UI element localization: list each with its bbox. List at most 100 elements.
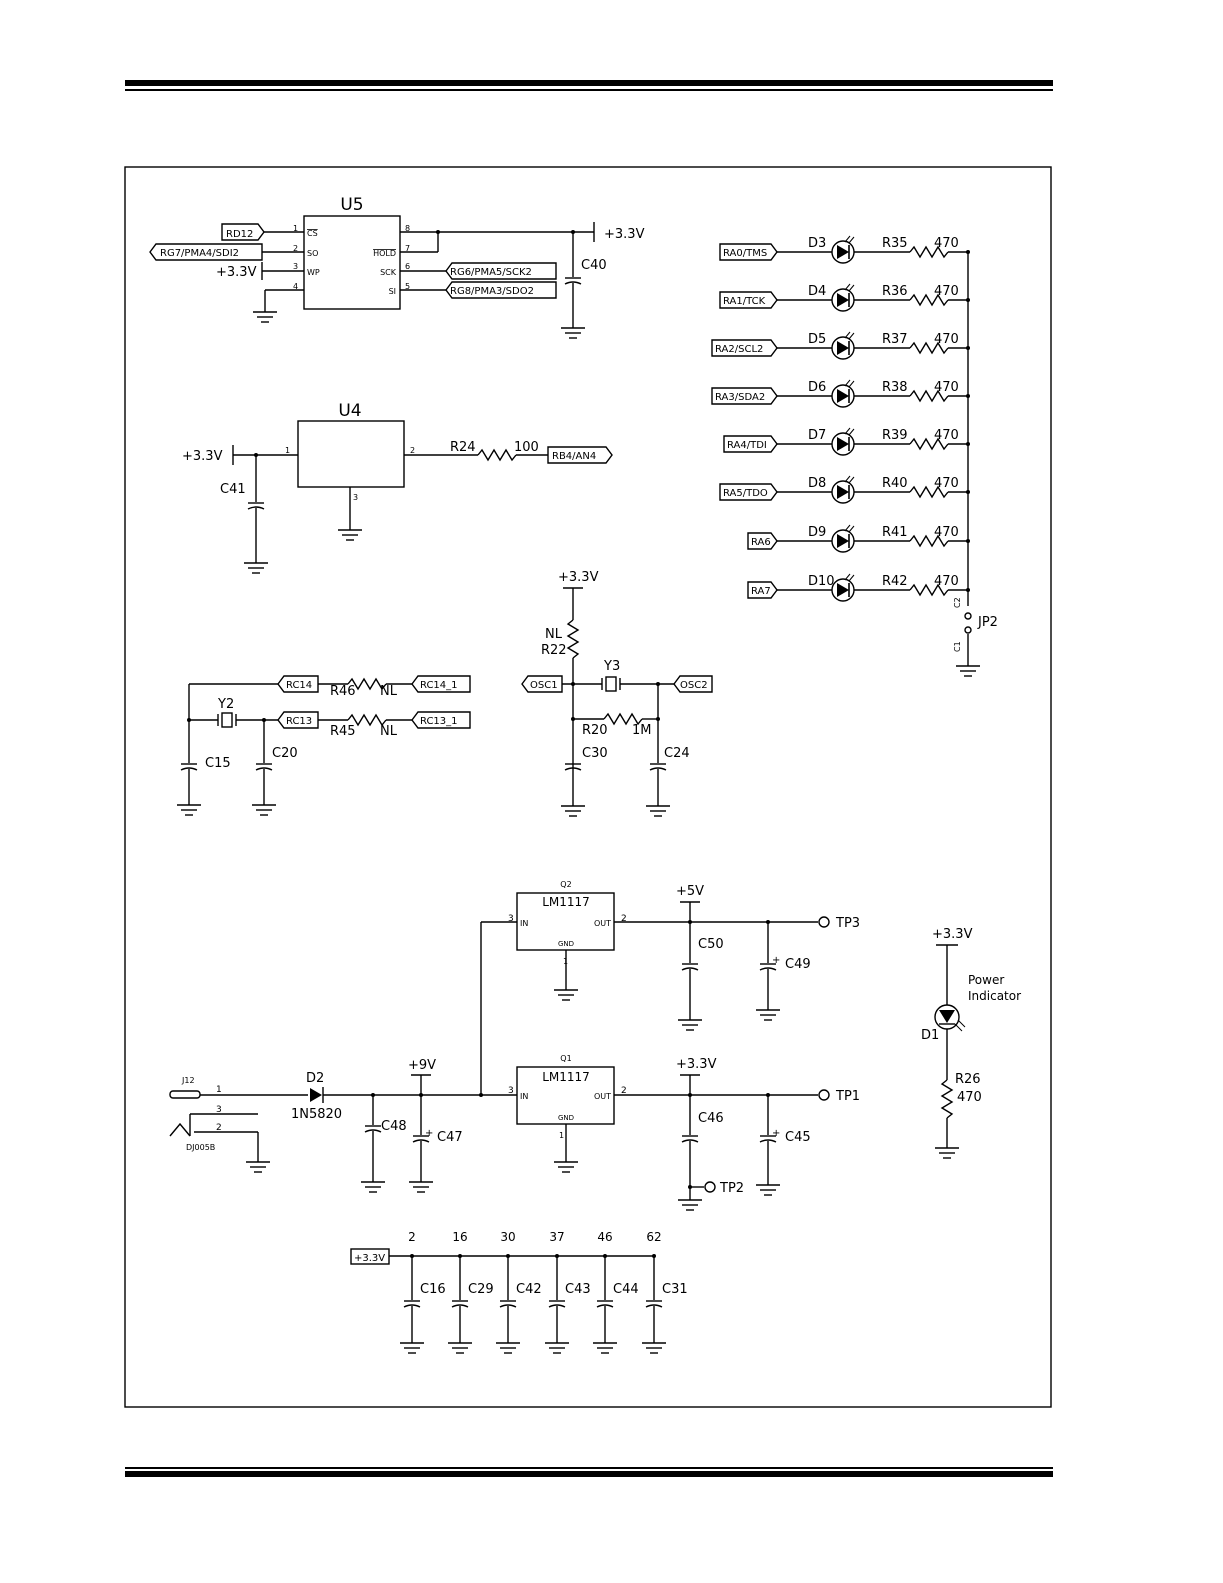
net-rg7-sdi2: RG7/PMA4/SDI2 [160,248,239,259]
r20-value: 1M [632,723,652,738]
indicator-label-1: Power [968,973,1004,987]
polarity-mark: + [772,955,780,966]
rail-9v: +9V [408,1058,436,1073]
led-resistor-ref: R37 [882,332,908,347]
led-resistor-ref: R36 [882,284,908,299]
u5-pin-name: SCK [380,268,397,277]
net-rc13-1: RC13_1 [420,716,458,727]
c47-ref: C47 [437,1130,463,1145]
rail-5v: +5V [676,884,704,899]
u5-pin-num: 7 [405,244,410,253]
u4-pin-num: 1 [285,446,290,455]
r24-value: 100 [514,440,539,455]
u5-pin-name: HOLD [373,249,396,258]
footer-rule-thin [125,1467,1053,1469]
u5-wp-supply: +3.3V [216,265,257,280]
r45-value: NL [380,724,398,739]
led-resistor-ref: R35 [882,236,908,251]
r45-ref: R45 [330,724,356,739]
led-ref: D8 [808,476,826,491]
net-rc14: RC14 [286,680,312,691]
net-rc13: RC13 [286,716,312,727]
header-rule [125,80,1053,86]
q1-pin-name: GND [558,1114,574,1122]
decoupling-pin: 62 [646,1230,661,1244]
q2-pin-name: IN [520,919,528,928]
u5-pin-num: 1 [293,224,298,233]
u5-supply: +3.3V [604,227,645,242]
r26-ref: R26 [955,1072,981,1087]
decoupling-ref: C31 [662,1282,688,1297]
led-net-label: RA3/SDA2 [715,392,765,403]
led-net-label: RA5/TDO [723,488,768,499]
decoupling-ref: C42 [516,1282,542,1297]
polarity-mark: + [425,1128,433,1139]
led-ref: D9 [808,525,826,540]
y3-ref: Y3 [603,659,620,674]
c30-ref: C30 [582,746,608,761]
tp3-ref: TP3 [835,916,860,931]
c41-ref: C41 [220,482,246,497]
decoupling-pin: 2 [408,1230,416,1244]
schematic-frame [124,166,1052,1408]
q2-pin-name: GND [558,940,574,948]
led-net-label: RA6 [751,537,771,548]
c49-ref: C49 [785,957,811,972]
led-net-label: RA0/TMS [723,248,767,259]
q2-part: LM1117 [542,895,590,909]
tp1-ref: TP1 [835,1089,860,1104]
jp2-pin-label: C2 [953,597,962,608]
c50-ref: C50 [698,937,724,952]
decoupling-pin: 46 [597,1230,612,1244]
led-resistor-value: 470 [934,236,959,251]
r22-value: NL [545,627,563,642]
footer-rule [125,1471,1053,1477]
u5-pin-num: 5 [405,282,410,291]
u5-pin-name: SI [389,287,396,296]
j12-part: DJ005B [186,1143,215,1152]
led-net-label: RA1/TCK [723,296,766,307]
led-resistor-value: 470 [934,332,959,347]
c15-ref: C15 [205,756,231,771]
led-resistor-value: 470 [934,284,959,299]
decoupling-ref: C44 [613,1282,639,1297]
indicator-supply: +3.3V [932,927,973,942]
q1-pin-num: 1 [559,1131,564,1140]
c20-ref: C20 [272,746,298,761]
u4-supply: +3.3V [182,449,223,464]
d2-ref: D2 [306,1071,324,1086]
net-osc2: OSC2 [680,680,708,691]
q1-pin-num: 3 [508,1086,514,1096]
led-ref: D7 [808,428,826,443]
led-resistor-ref: R41 [882,525,908,540]
u5-pin-num: 4 [293,282,298,291]
c24-ref: C24 [664,746,690,761]
q2-pin-num: 2 [621,914,627,924]
secondary-oscillator: RC14 R46 NL RC14_1 Y2 RC13 R45 NL RC13_1… [176,675,471,816]
q1-ref: Q1 [560,1054,571,1063]
power-supply: Q2 LM1117 IN OUT GND 3 2 1 TP3 +5V C50 +… [169,880,860,1211]
decoupling-pin: 16 [452,1230,467,1244]
jp2-ref: JP2 [977,615,998,630]
u4-pin-num: 3 [353,493,358,502]
net-rg8-sdo2: RG8/PMA3/SDO2 [450,286,534,297]
led-resistor-ref: R40 [882,476,908,491]
u5-pin-num: 3 [293,262,298,271]
led-resistor-ref: R38 [882,380,908,395]
d2-part: 1N5820 [291,1107,342,1122]
primary-oscillator: +3.3V NL R22 OSC1 Y3 OSC2 R20 1M C30 C24 [521,570,713,817]
osc-supply: +3.3V [558,570,599,585]
r46-value: NL [380,684,398,699]
